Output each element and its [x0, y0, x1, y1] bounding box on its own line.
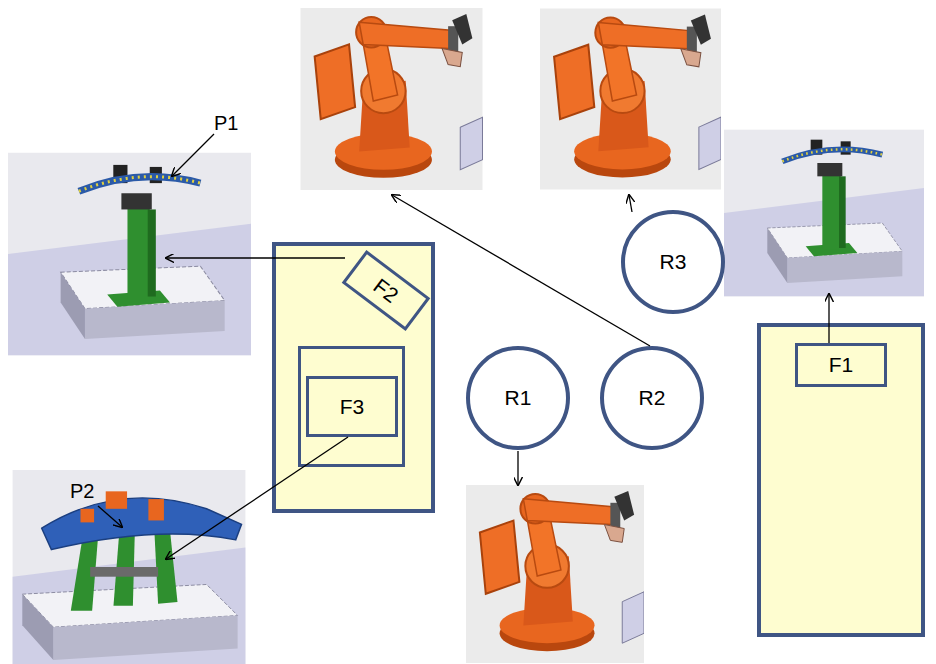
fixture-image	[13, 470, 246, 664]
part-label: P1	[214, 112, 238, 134]
robot-circle: R3	[621, 210, 725, 314]
fixture-box: F3	[306, 376, 398, 437]
fixture-image	[8, 153, 251, 356]
fixture-image	[724, 130, 924, 297]
leader-arrow	[172, 134, 214, 176]
robot-image	[466, 485, 644, 663]
node-label: F2	[369, 273, 402, 306]
leader-arrow	[166, 257, 345, 258]
node-label: R3	[660, 250, 687, 273]
node-label: R2	[639, 386, 666, 409]
leader-arrow	[98, 506, 122, 527]
robot-image	[540, 9, 721, 190]
leader-arrow	[629, 195, 632, 212]
fixture-box: F2	[342, 250, 431, 331]
node-label: F1	[829, 353, 854, 376]
leader-arrow	[828, 294, 829, 343]
fixture-box: F1	[757, 323, 925, 637]
fixture-box: F3	[298, 346, 405, 467]
node-label: R1	[505, 386, 532, 409]
fixture-box: F1	[795, 343, 887, 387]
fixture-box: F2F3	[272, 242, 435, 513]
circle-outline	[623, 212, 723, 312]
circle-outline	[602, 348, 702, 448]
leader-arrow	[392, 195, 650, 346]
node-label: F3	[340, 395, 365, 418]
leader-arrow	[166, 437, 348, 559]
leader-arrow	[517, 451, 518, 485]
robot-circle: R1	[466, 346, 570, 450]
robot-circle: R2	[600, 346, 704, 450]
part-label: P2	[70, 480, 94, 502]
robot-image	[301, 8, 483, 190]
circle-outline	[468, 348, 568, 448]
